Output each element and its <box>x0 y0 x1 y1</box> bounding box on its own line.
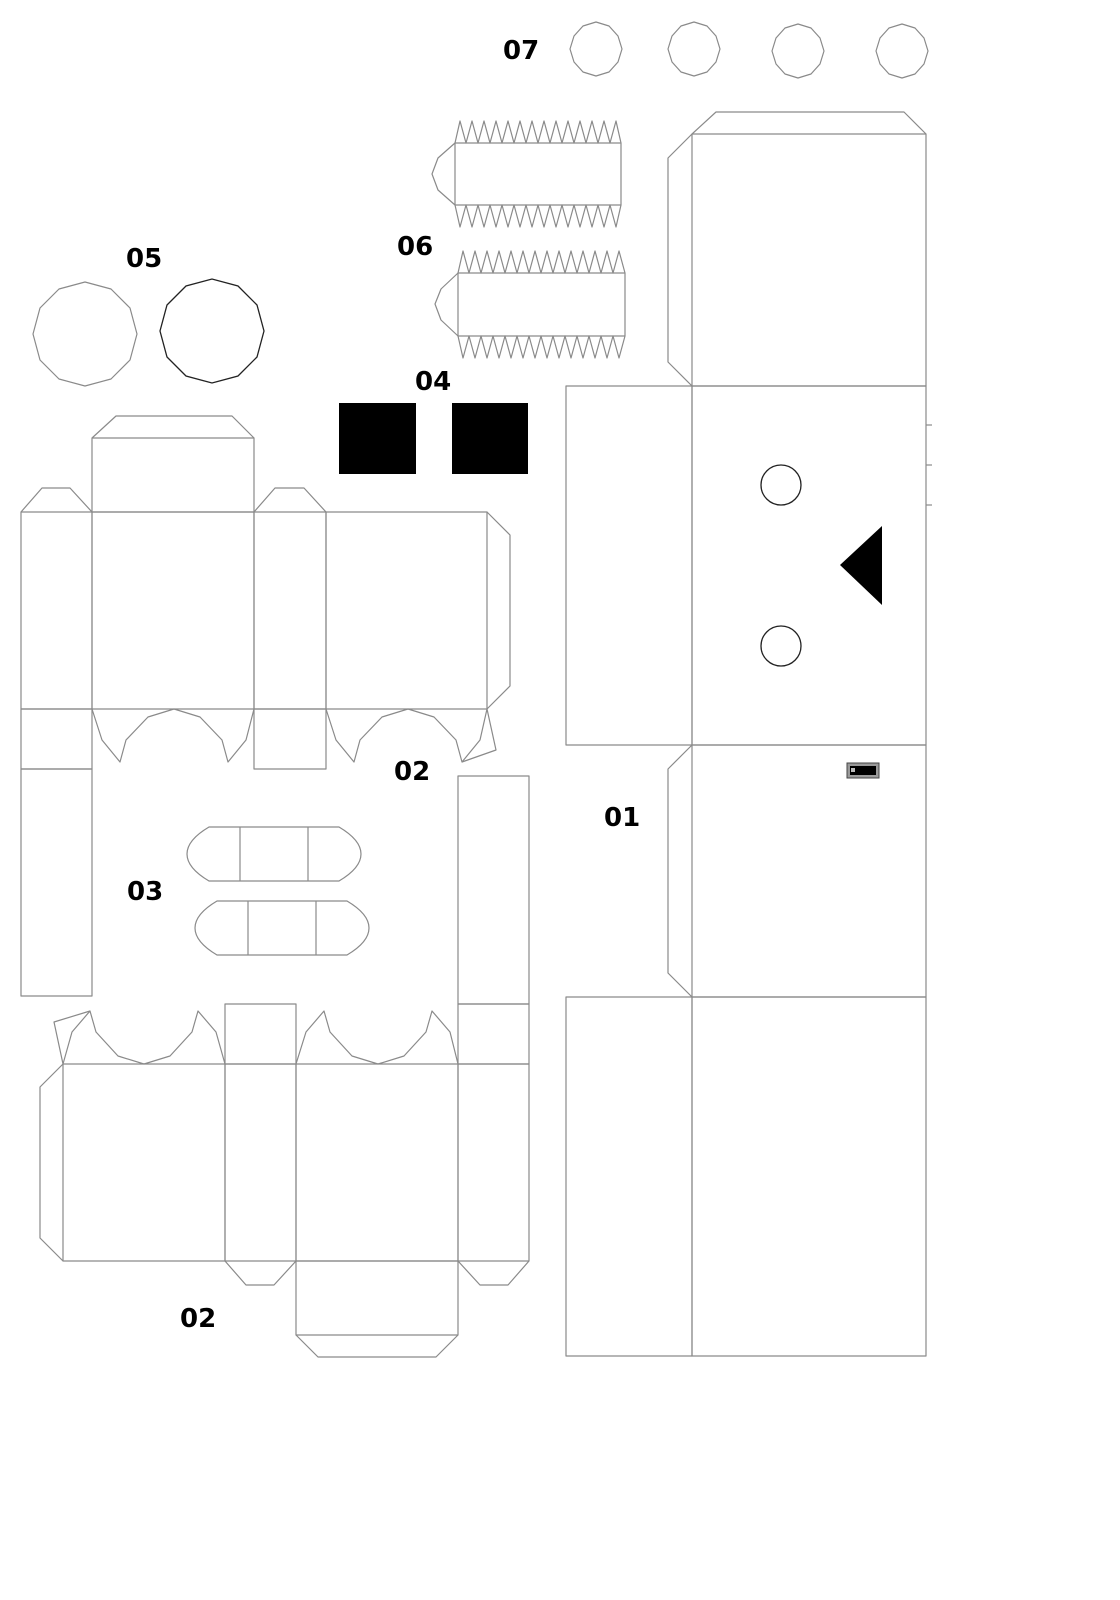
strip-06-a-tab <box>431 142 456 206</box>
p02b-left-flap <box>39 1063 64 1262</box>
panel-01-bottom-side <box>565 996 693 1357</box>
panel-01-face <box>691 385 927 746</box>
part-02-top-net <box>20 415 511 997</box>
part-04-squares <box>339 403 528 474</box>
part-07-circles <box>569 21 929 79</box>
circle-07-d <box>875 23 929 79</box>
capsule-03-b <box>194 900 370 956</box>
label-part-02-top: 02 <box>394 757 430 787</box>
p02t-mid-band <box>253 708 327 770</box>
part-02-bottom-net <box>39 775 530 1358</box>
label-part-03: 03 <box>127 877 163 907</box>
p02b-bottom-flap <box>295 1334 459 1358</box>
flap-01-top <box>691 111 927 135</box>
label-part-02-bottom: 02 <box>180 1304 216 1334</box>
label-part-05: 05 <box>126 244 162 274</box>
p02b-center <box>295 1063 459 1262</box>
p02t-left-lower <box>20 768 93 997</box>
disc-05-a <box>32 281 138 387</box>
p02t-left-flap <box>20 487 93 513</box>
p02t-left-band <box>20 708 93 770</box>
panel-01-bottom <box>691 996 927 1357</box>
p02t-top-face <box>91 437 255 513</box>
disc-05-b <box>159 278 265 384</box>
p02b-left <box>62 1063 226 1262</box>
p02b-scallop-b <box>295 1010 459 1065</box>
eye-upper <box>760 464 802 506</box>
p02t-mid-flap <box>253 487 327 513</box>
part-06-strips <box>431 120 626 359</box>
p02t-scallop-b <box>325 708 488 763</box>
circle-07-c <box>771 23 825 79</box>
circle-07-a <box>569 21 623 77</box>
small-tag-icon <box>846 762 880 779</box>
p02t-right-flap <box>486 511 511 710</box>
p02b-bottom-face <box>295 1260 459 1336</box>
strip-06-b-tab <box>434 272 459 337</box>
strip-06-a-body <box>454 142 622 206</box>
label-part-07: 07 <box>503 36 539 66</box>
p02t-top-flap <box>91 415 255 439</box>
p02t-mid-col <box>253 511 327 710</box>
panel-01-face-side <box>565 385 693 746</box>
circle-07-b <box>667 21 721 77</box>
p02b-scallop-a <box>62 1010 226 1065</box>
square-04-a <box>339 403 416 474</box>
p02t-scallop-a <box>91 708 255 763</box>
flap-01-top-left <box>667 133 693 387</box>
mouth-triangle <box>840 526 882 605</box>
p02b-mid-flap <box>224 1260 297 1286</box>
strip-06-b-teeth-top <box>457 250 626 274</box>
p02b-left-tail <box>53 1010 91 1065</box>
p02t-right-tail <box>461 708 497 763</box>
panel-01-back <box>691 744 927 998</box>
part-03-capsules <box>186 826 370 956</box>
label-part-01: 01 <box>604 803 640 833</box>
p02b-right-band <box>457 1003 530 1065</box>
part-05-discs <box>32 278 265 387</box>
p02b-right-col <box>457 775 530 1005</box>
p02b-mid-col <box>224 1063 297 1262</box>
label-part-06: 06 <box>397 232 433 262</box>
label-part-04: 04 <box>415 367 451 397</box>
strip-06-a-teeth-top <box>454 120 622 144</box>
p02b-right <box>457 1063 530 1262</box>
panel-01-top <box>691 133 927 387</box>
strip-06-b-body <box>457 272 626 337</box>
square-04-b <box>452 403 528 474</box>
part-01-body-net <box>565 111 932 1357</box>
p02b-mid-band <box>224 1003 297 1065</box>
p02t-right <box>325 511 488 710</box>
p02b-right-flap <box>457 1260 530 1286</box>
eye-lower <box>760 625 802 667</box>
strip-06-b-teeth-bottom <box>457 335 626 359</box>
flap-01-back-left <box>667 744 693 998</box>
capsule-03-a <box>186 826 362 882</box>
strip-06-a-teeth-bottom <box>454 204 622 228</box>
p02t-center <box>91 511 255 710</box>
p02t-left-col <box>20 511 93 710</box>
